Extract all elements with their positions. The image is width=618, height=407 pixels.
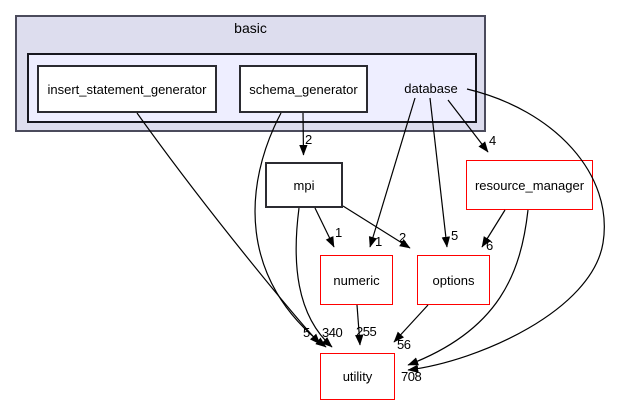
node-resource-manager[interactable]: resource_manager (466, 160, 593, 210)
edge-count-resource-manager-options[interactable]: 6 (486, 238, 493, 253)
edge-insert-statement-generator-utility (136, 112, 321, 345)
node-insert-statement-generator[interactable]: insert_statement_generator (37, 65, 217, 113)
node-schema-generator[interactable]: schema_generator (239, 65, 368, 113)
edge-count-mpi-options[interactable]: 2 (399, 230, 406, 245)
edge-count-options-utility[interactable]: 56 (397, 337, 411, 352)
edge-count-numeric-utility[interactable]: 255 (356, 324, 377, 339)
cluster-basic-label: basic (234, 20, 267, 36)
edge-count-insert-statement-generator-utility[interactable]: 5 (303, 325, 310, 340)
edge-count-utility-left-overlap[interactable]: 340 (322, 325, 343, 340)
node-database-current-dir: database (404, 81, 458, 96)
node-numeric[interactable]: numeric (320, 255, 393, 305)
edge-count-schema-generator-mpi[interactable]: 2 (305, 132, 312, 147)
edge-schema-generator-utility (254, 112, 327, 348)
node-utility[interactable]: utility (320, 353, 395, 400)
edge-count-database-numeric[interactable]: 1 (375, 234, 382, 249)
edge-count-utility-right-overlap[interactable]: 708 (401, 369, 422, 384)
node-options[interactable]: options (417, 255, 490, 305)
edge-count-database-options[interactable]: 5 (451, 228, 458, 243)
node-mpi[interactable]: mpi (265, 162, 343, 208)
edge-count-database-resource-manager[interactable]: 4 (489, 133, 496, 148)
edge-mpi-numeric (314, 207, 335, 248)
edge-count-mpi-numeric[interactable]: 1 (335, 225, 342, 240)
